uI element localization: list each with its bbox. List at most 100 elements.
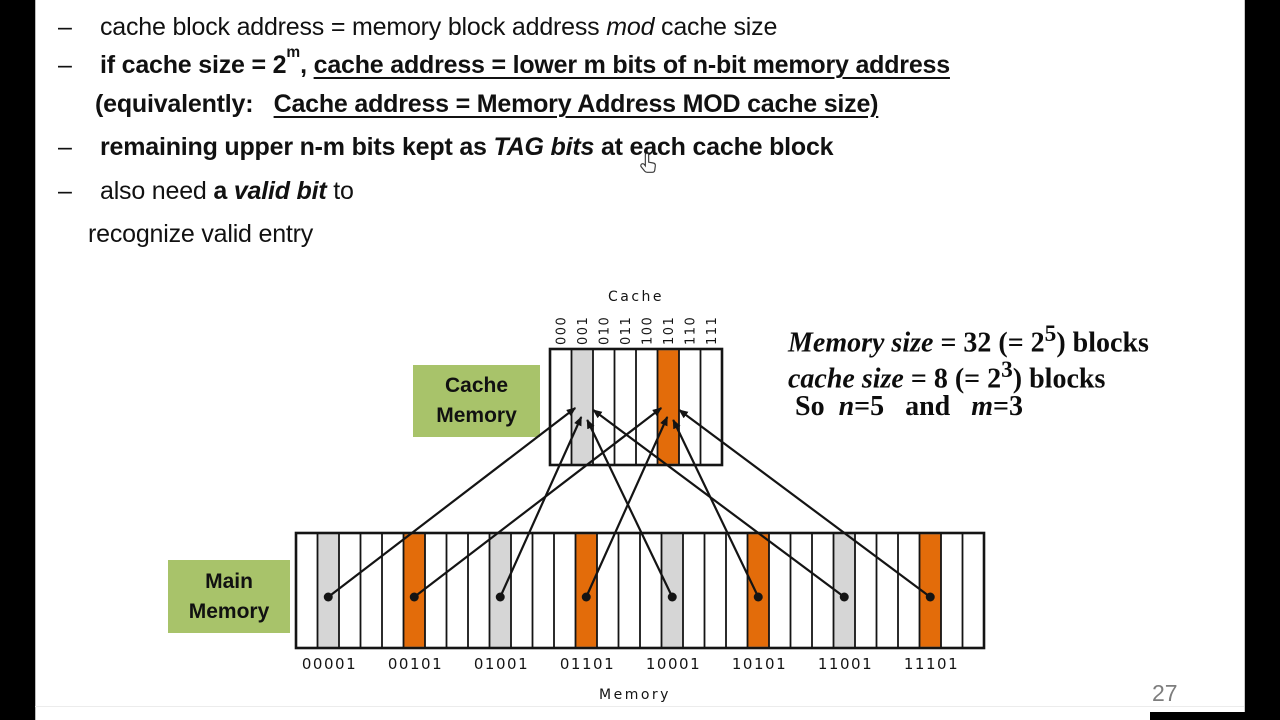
note-memory-size: Memory size = 32 (= 25) blocks	[788, 316, 1149, 361]
memory-title: Memory	[599, 687, 671, 703]
cache-bg	[550, 349, 722, 465]
text-segment: at each cache block	[594, 133, 834, 161]
text-segment: recognize valid entry	[88, 220, 314, 248]
memory-block-label: 00001	[302, 655, 357, 673]
mapping-arrow	[499, 416, 583, 598]
text-segment: m	[971, 391, 994, 422]
text-segment: = 32 (= 2	[933, 327, 1045, 359]
cache-col-label: 001	[576, 316, 591, 345]
cache-memory-label: Cache Memory	[413, 365, 540, 437]
text-segment: ) blocks	[1012, 363, 1106, 395]
text-segment: mod	[606, 13, 655, 41]
text-segment: =3	[993, 391, 1024, 422]
memory-block-label: 01001	[474, 655, 529, 673]
memory-highlight-column	[747, 534, 769, 647]
bullet-text: remaining upper n-m bits kept as TAG bit…	[100, 133, 834, 161]
text-segment: remaining upper n-m bits kept as	[100, 133, 494, 161]
cache-col-label: 111	[705, 316, 720, 345]
memory-block-label: 11001	[818, 655, 873, 673]
memory-highlight-column	[919, 534, 941, 647]
text-segment: to	[326, 177, 354, 205]
memory-block-label: 10101	[732, 655, 787, 673]
memory-highlight-column	[661, 534, 683, 647]
text-segment: if cache size = 2	[100, 51, 287, 80]
text-segment: =5 and	[854, 391, 972, 422]
bullet-line-5: –also need a valid bit to	[58, 176, 354, 206]
memory-block-dot	[323, 592, 333, 602]
memory-highlight-column	[403, 534, 425, 647]
mapping-arrow	[586, 419, 674, 598]
memory-block-dot	[581, 592, 591, 602]
mapping-arrow	[585, 416, 669, 598]
bullet-dash: –	[58, 13, 72, 41]
page-number: 27	[1152, 680, 1178, 706]
bullet-line-6: recognize valid entry	[88, 219, 313, 249]
label-line: Memory	[436, 404, 517, 427]
bullet-text: (equivalently: Cache address = Memory Ad…	[95, 90, 879, 118]
memory-block-dot	[409, 592, 419, 602]
text-segment: 3	[1001, 357, 1013, 383]
memory-block-label: 11101	[904, 655, 959, 673]
text-segment: n	[838, 391, 855, 422]
text-segment: also need	[100, 177, 214, 205]
cache-highlight-column	[571, 350, 593, 464]
letterbox-bar-right	[1244, 0, 1280, 720]
bullet-line-2: –if cache size = 2m, cache address = low…	[58, 44, 951, 80]
memory-highlight-column	[575, 534, 597, 647]
bullet-text: also need a valid bit to	[100, 177, 354, 205]
text-segment: TAG bits	[493, 133, 595, 161]
bullet-dash: –	[58, 133, 72, 161]
bullet-line-1: –cache block address = memory block addr…	[58, 12, 777, 42]
cache-col-label: 000	[555, 316, 570, 345]
text-segment: Memory size	[788, 327, 934, 359]
text-segment: valid bit	[233, 177, 327, 205]
bullet-dash: –	[58, 51, 72, 80]
letterbox-bar-left	[0, 0, 36, 720]
mapping-arrow	[678, 409, 931, 598]
text-segment: ,	[300, 51, 314, 80]
bottom-black-strip	[1150, 712, 1280, 720]
label-line: Main	[205, 569, 253, 593]
label-line: Cache	[444, 374, 509, 397]
memory-block-label: 10001	[646, 655, 701, 673]
text-segment: cache size	[654, 13, 778, 41]
text-segment: cache size	[788, 363, 904, 395]
memory-outline	[294, 531, 986, 650]
hand-cursor-icon	[640, 152, 656, 173]
label-line: Memory	[188, 599, 270, 623]
text-segment: cache address = lower m bits of n-bit me…	[313, 51, 951, 80]
note-cache-size: cache size = 8 (= 23) blocks	[788, 352, 1105, 397]
cache-highlight-column	[657, 350, 679, 464]
bullet-text: recognize valid entry	[88, 220, 313, 248]
text-segment: 5	[1044, 321, 1057, 347]
text-segment: (equivalently:	[95, 90, 274, 118]
bullet-dash: –	[58, 177, 72, 205]
memory-block-dot	[925, 592, 935, 602]
cache-outline	[548, 347, 724, 467]
note-n-m-values: So n=5 and m=3	[788, 389, 1023, 425]
cache-col-label: 100	[641, 316, 656, 345]
memory-highlight-column	[489, 534, 511, 647]
memory-block-label: 01101	[560, 655, 615, 673]
text-segment: a	[213, 177, 234, 205]
memory-highlight-column	[833, 534, 855, 647]
text-segment: ) blocks	[1056, 327, 1149, 359]
cache-col-label: 110	[684, 316, 699, 345]
text-segment: = 8 (= 2	[903, 363, 1002, 395]
memory-block-label: 00101	[388, 655, 443, 673]
bullet-line-4: –remaining upper n-m bits kept as TAG bi…	[58, 132, 834, 162]
mapping-arrow	[672, 419, 760, 598]
memory-block-dot	[839, 592, 849, 602]
bullet-line-3: (equivalently: Cache address = Memory Ad…	[95, 89, 879, 119]
cache-col-label: 101	[662, 316, 677, 345]
text-segment: Cache address = Memory Address MOD cache…	[273, 90, 879, 118]
text-segment: cache block address = memory block addre…	[100, 13, 607, 41]
cache-col-label: 010	[598, 316, 613, 345]
text-segment: m	[286, 44, 301, 62]
memory-block-dot	[495, 592, 505, 602]
main-memory-label: Main Memory	[168, 560, 290, 633]
text-segment: So	[788, 391, 839, 422]
bullet-text: if cache size = 2m, cache address = lowe…	[100, 44, 951, 80]
memory-block-dot	[667, 592, 677, 602]
memory-bg	[296, 533, 984, 648]
